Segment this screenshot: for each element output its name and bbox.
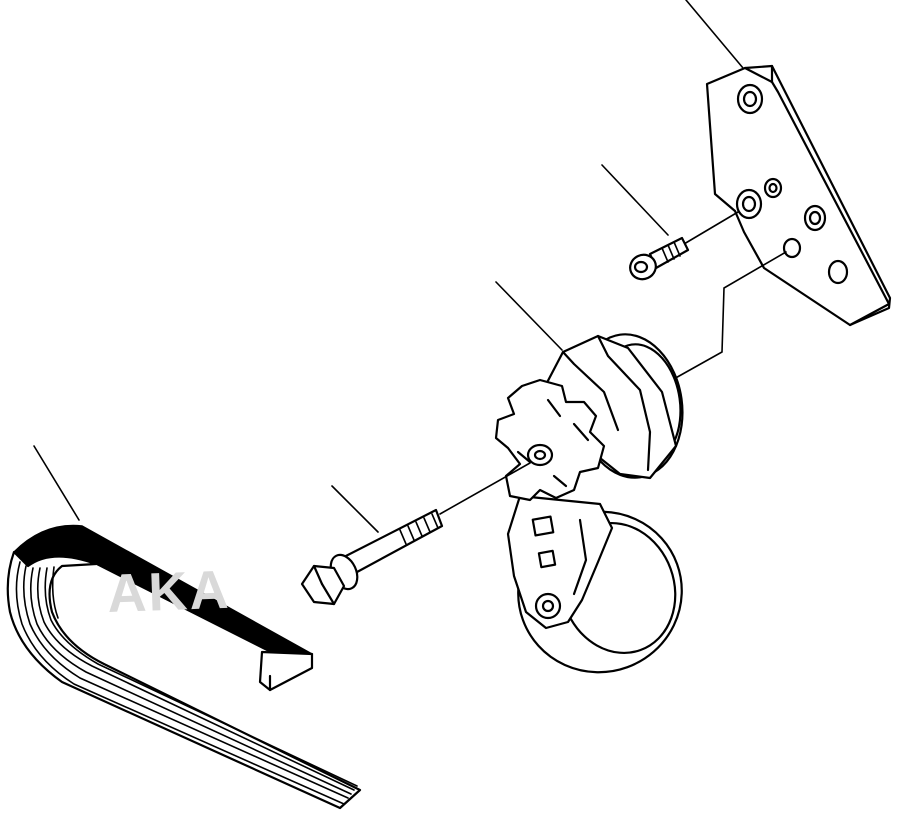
centerline-tensioner	[671, 251, 787, 381]
belt-tensioner	[494, 333, 684, 674]
v-ribbed-belt	[6, 524, 362, 810]
bracket-hole-lower	[782, 237, 802, 259]
leader-bracket	[685, 0, 744, 69]
leader-cap-screw	[601, 164, 669, 236]
leader-tensioner	[495, 281, 563, 351]
centerline-flange-bolt	[439, 462, 531, 515]
leader-flange-bolt	[331, 485, 379, 533]
bracket-hole-bottom	[827, 259, 849, 285]
centerline-cap-screw	[683, 211, 739, 245]
mounting-bracket	[705, 64, 892, 327]
leader-belt	[33, 445, 80, 521]
flange-bolt	[300, 508, 444, 606]
tensioner-hub	[494, 378, 606, 502]
watermark: AKA	[106, 560, 231, 624]
cap-screw	[629, 236, 690, 281]
leader-lines	[33, 0, 744, 533]
